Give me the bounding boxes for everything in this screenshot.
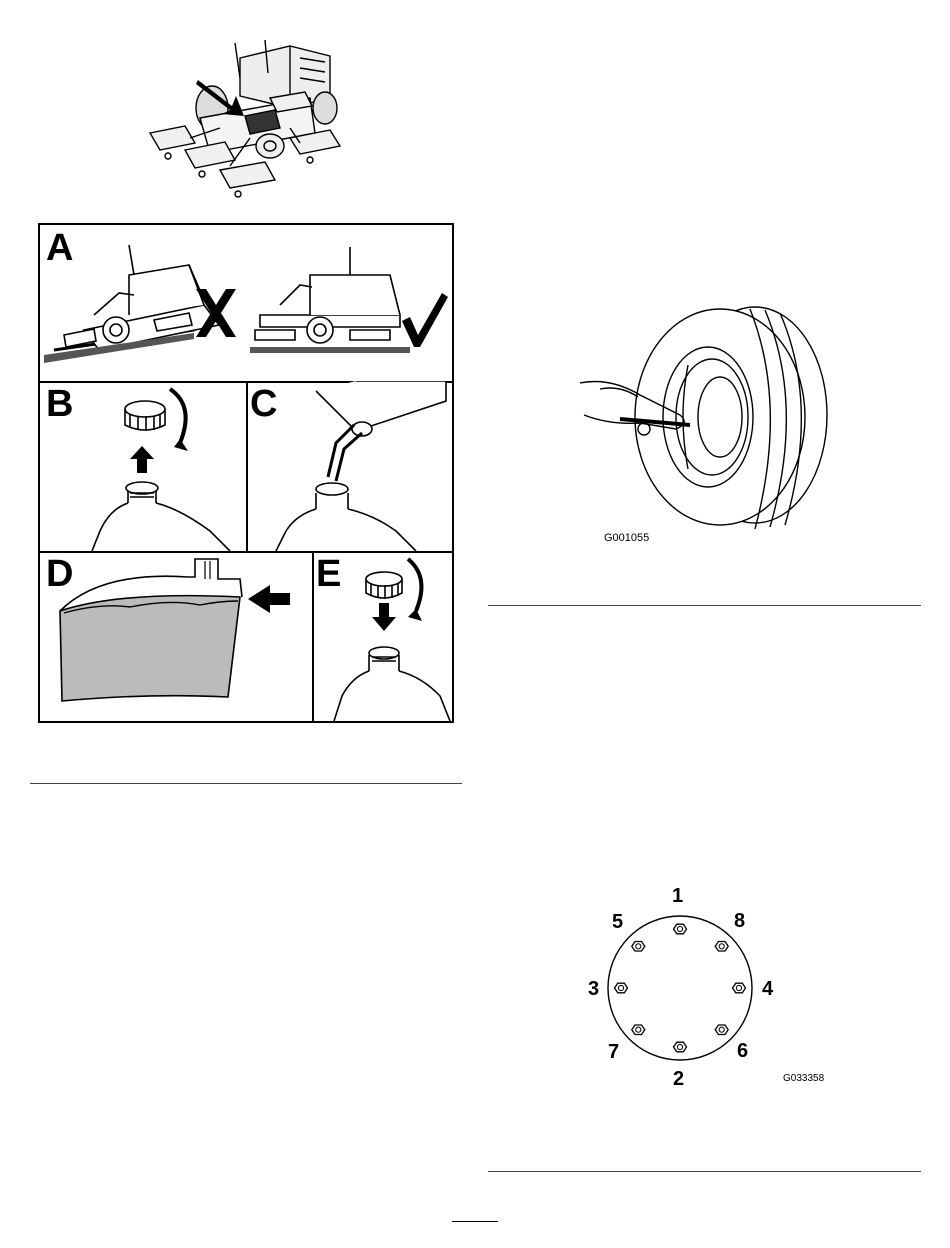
fill-level-illustration: [40, 551, 312, 721]
section-divider-right-1: [488, 605, 921, 606]
panel-c: C: [246, 381, 452, 553]
lug-nut-icon: [715, 1025, 728, 1035]
fuel-fill-figure: A: [38, 223, 454, 723]
pour-fuel-illustration: [246, 381, 452, 551]
lug-nut-icon: [632, 942, 645, 952]
section-divider-left: [30, 783, 462, 784]
lug-figure-code: G033358: [783, 1073, 824, 1084]
bolt-number-5: 5: [612, 911, 623, 934]
bolt-number-3: 3: [588, 978, 599, 1001]
section-divider-right-2: [488, 1171, 921, 1172]
page-number-rule: [452, 1221, 498, 1222]
lug-nut-icon: [615, 983, 628, 993]
panel-e: E: [312, 551, 452, 721]
level-machine-illustration: [250, 235, 410, 375]
lug-nut-icon: [632, 1025, 645, 1035]
bolt-number-6: 6: [737, 1040, 748, 1063]
bad-slope-x-icon: [192, 285, 240, 341]
bolt-number-1: 1: [672, 885, 683, 908]
panel-a: A: [40, 225, 452, 383]
lug-nut-icon: [674, 1042, 687, 1052]
lug-nut-icon: [674, 924, 687, 934]
bolt-number-2: 2: [673, 1068, 684, 1091]
level-check-icon: [400, 291, 450, 349]
lug-nut-icon: [733, 983, 746, 993]
panel-d: D: [40, 551, 314, 721]
lug-nut-sequence-diagram: [605, 913, 755, 1063]
bolt-number-8: 8: [734, 910, 745, 933]
tire-figure-code: G001055: [604, 532, 649, 544]
tire-pressure-illustration: [580, 305, 830, 535]
install-cap-illustration: [312, 551, 452, 721]
panel-b: B: [40, 381, 248, 553]
bolt-number-4: 4: [762, 978, 773, 1001]
bolt-number-7: 7: [608, 1041, 619, 1064]
lug-nut-icon: [715, 942, 728, 952]
panel-letter-b: B: [46, 383, 73, 426]
machine-overview-illustration: [140, 38, 360, 208]
remove-cap-illustration: [80, 381, 246, 551]
